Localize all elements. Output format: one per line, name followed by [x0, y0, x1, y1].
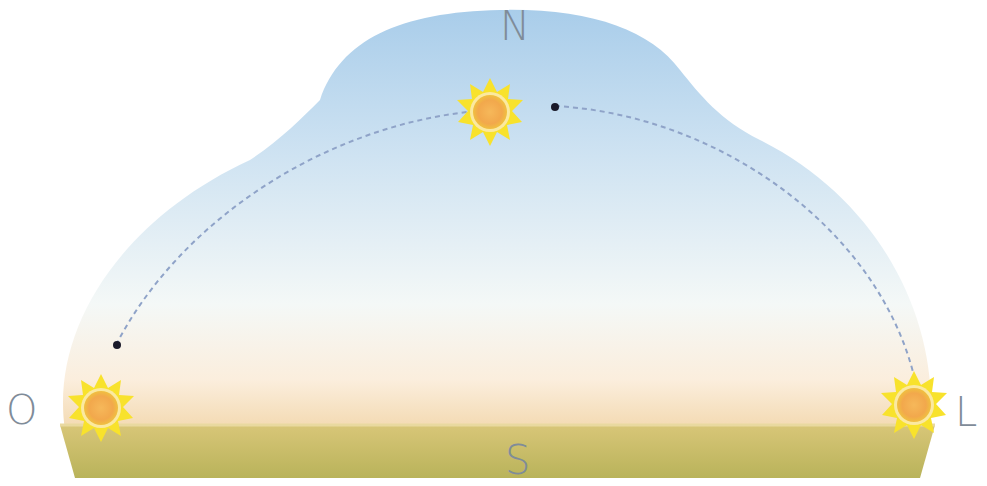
compass-letter: S	[505, 440, 530, 480]
compass-letter: O	[6, 390, 37, 430]
compass-letter: L	[955, 392, 977, 432]
compass-letter: N	[500, 6, 530, 46]
